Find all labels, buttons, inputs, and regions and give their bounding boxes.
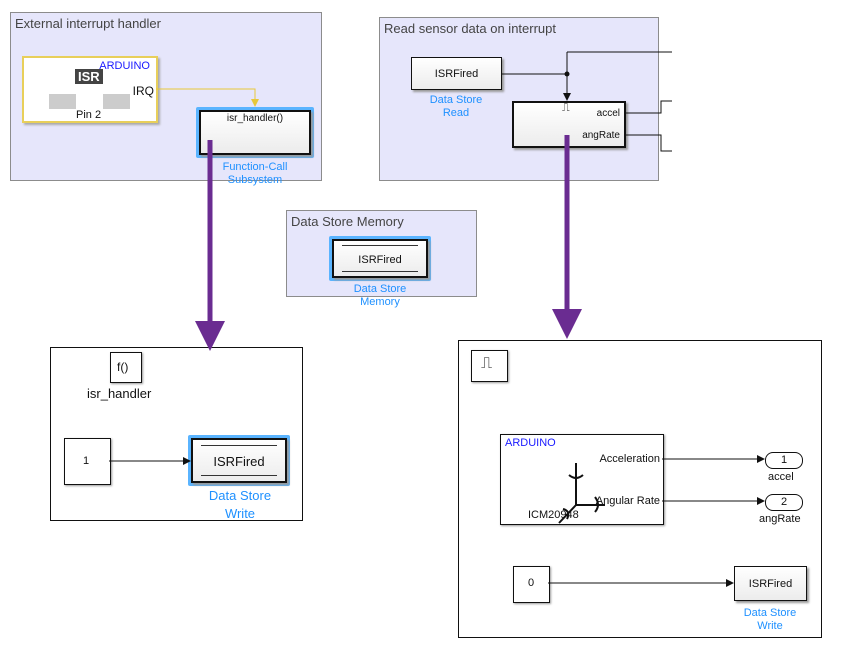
constant-value: 0: [528, 577, 535, 589]
label-line: Data Store: [429, 94, 483, 106]
angrate-signal: [626, 134, 672, 152]
top-line: [201, 445, 277, 446]
sensor-model: ICM20948: [528, 509, 579, 521]
outport-angrate[interactable]: 2: [765, 494, 803, 511]
subsystem-name: isr_handler(): [226, 113, 284, 124]
ds-var: ISRFired: [748, 578, 793, 590]
area-read-sensor: Read sensor data on interrupt: [379, 17, 659, 181]
branch-point: [564, 71, 570, 77]
data-store-write-block[interactable]: ISRFired: [191, 438, 287, 483]
outport-number: 1: [781, 454, 788, 466]
trigger-name: isr_handler: [87, 386, 152, 401]
accel-signal: [626, 100, 672, 114]
area-data-store-memory: Data Store Memory: [286, 210, 477, 297]
data-store-read-block[interactable]: ISRFired: [411, 57, 502, 90]
isr-icon: ISR: [75, 69, 103, 84]
label-line: Data Store: [743, 607, 797, 619]
trigger-port-block[interactable]: f(): [110, 352, 142, 383]
data-store-write-label: Data Store Write: [720, 607, 820, 633]
isr-subsystem-view: [50, 347, 303, 521]
bottom-line: [201, 475, 277, 476]
ds-var: ISRFired: [358, 254, 402, 266]
outport-number: 2: [781, 496, 788, 508]
pin-rect-left: [49, 94, 76, 109]
label-line: Read: [442, 107, 470, 119]
data-store-memory-label: Data Store Memory: [330, 283, 430, 309]
pin-label: Pin 2: [76, 109, 102, 121]
port-angrate: angRate: [582, 130, 620, 141]
outport-accel[interactable]: 1: [765, 452, 803, 469]
area-title: Read sensor data on interrupt: [384, 21, 556, 36]
arduino-isr-block[interactable]: ARDUINO ISR IRQ Pin 2: [22, 56, 158, 123]
label-line: Subsystem: [227, 174, 283, 186]
brand-label: ARDUINO: [505, 437, 556, 449]
top-line: [342, 245, 418, 246]
irq-port: IRQ: [132, 84, 154, 98]
bottom-line: [342, 271, 418, 272]
data-store-write-label: Data Store Write: [180, 487, 300, 523]
constant-block[interactable]: 1: [64, 438, 111, 485]
port-acceleration: Acceleration: [599, 453, 660, 465]
ds-var: ISRFired: [213, 454, 265, 469]
brand-label: ARDUINO: [99, 60, 150, 72]
pulse-icon: ⎍: [481, 355, 493, 372]
area-title: Data Store Memory: [291, 214, 404, 229]
label-line: Data Store: [353, 283, 407, 295]
function-call-subsystem[interactable]: isr_handler(): [199, 110, 311, 155]
data-store-memory-block[interactable]: ISRFired: [332, 239, 428, 278]
pulse-icon: ⎍: [562, 102, 570, 114]
label-line: Data Store: [208, 488, 272, 503]
constant-block[interactable]: 0: [513, 566, 550, 603]
data-store-read-label: Data Store Read: [406, 94, 506, 120]
constant-value: 1: [83, 455, 90, 467]
ds-var: ISRFired: [434, 68, 479, 80]
label-line: Write: [757, 620, 783, 632]
area-title: External interrupt handler: [15, 16, 161, 31]
label-line: Write: [224, 506, 256, 521]
trigger-port-block[interactable]: ⎍: [471, 350, 508, 382]
data-store-write-block[interactable]: ISRFired: [734, 566, 807, 601]
axes-icon: [558, 463, 605, 524]
function-call-label: Function-Call Subsystem: [205, 161, 305, 187]
irq-signal: [156, 88, 259, 107]
outport-name: angRate: [759, 513, 801, 525]
port-accel: accel: [596, 108, 620, 119]
outport-name: accel: [768, 471, 794, 483]
pin-rect-right: [103, 94, 130, 109]
label-line: Memory: [360, 296, 400, 308]
label-line: Function-Call: [222, 161, 288, 173]
icm20948-sensor-block[interactable]: ARDUINO Acceleration Angular Rate ICM209…: [500, 434, 664, 525]
function-icon: f(): [117, 360, 129, 374]
port-angular-rate: Angular Rate: [595, 495, 660, 507]
